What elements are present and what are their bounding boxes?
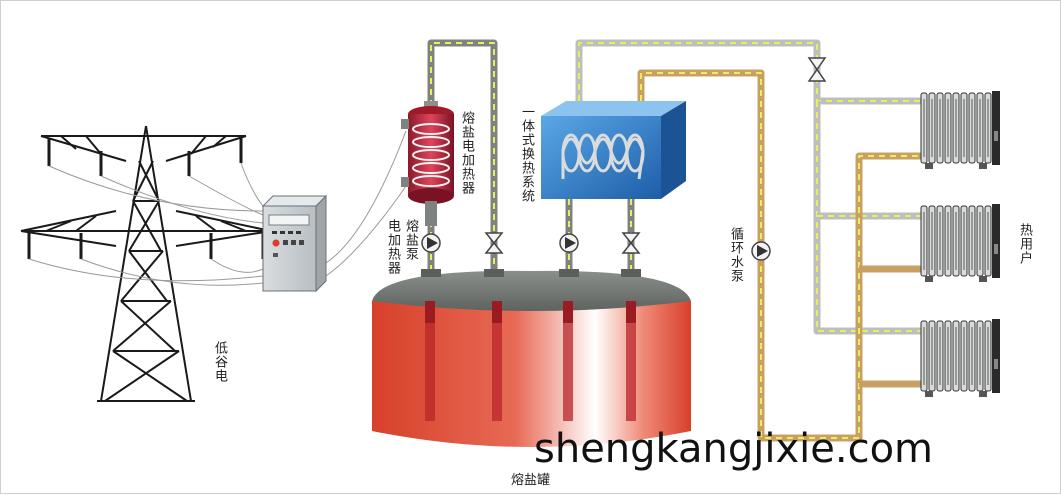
radiator-icon: [920, 204, 1000, 282]
label-integrated-heat-exchanger: 一体式换热系统: [519, 105, 534, 203]
coil-icon: [561, 133, 645, 180]
radiator-icon: [920, 91, 1000, 169]
control-cabinet-icon: [261, 194, 328, 293]
power-tower-icon: [20, 125, 272, 402]
valve-icon: [484, 232, 504, 254]
heat-exchanger-icon: [541, 101, 686, 199]
pump-icon: [421, 233, 441, 253]
label-heat-users: 热用户: [1017, 223, 1032, 265]
valve-icon: [621, 232, 641, 254]
molten-salt-tank-icon: [372, 269, 691, 447]
label-circulating-water-pump: 循环水泵: [728, 227, 743, 283]
label-molten-salt-pump: 熔盐泵: [403, 219, 418, 261]
label-molten-salt-tank: 熔盐罐: [511, 473, 551, 488]
label-molten-salt-heater: 熔盐电加热器: [459, 111, 474, 195]
molten-salt-heater-icon: [401, 101, 454, 226]
pump-icon: [559, 233, 579, 253]
valve-icon: [807, 57, 827, 82]
label-electric-heater: 电加热器: [385, 219, 400, 275]
power-lines: [28, 130, 407, 286]
label-low-valley-power: 低谷电: [212, 341, 227, 383]
radiator-icon: [920, 319, 1000, 397]
coil-icon: [412, 123, 450, 187]
pump-icon: [751, 241, 771, 261]
watermark-text: shengkangjixie.com: [534, 426, 934, 472]
